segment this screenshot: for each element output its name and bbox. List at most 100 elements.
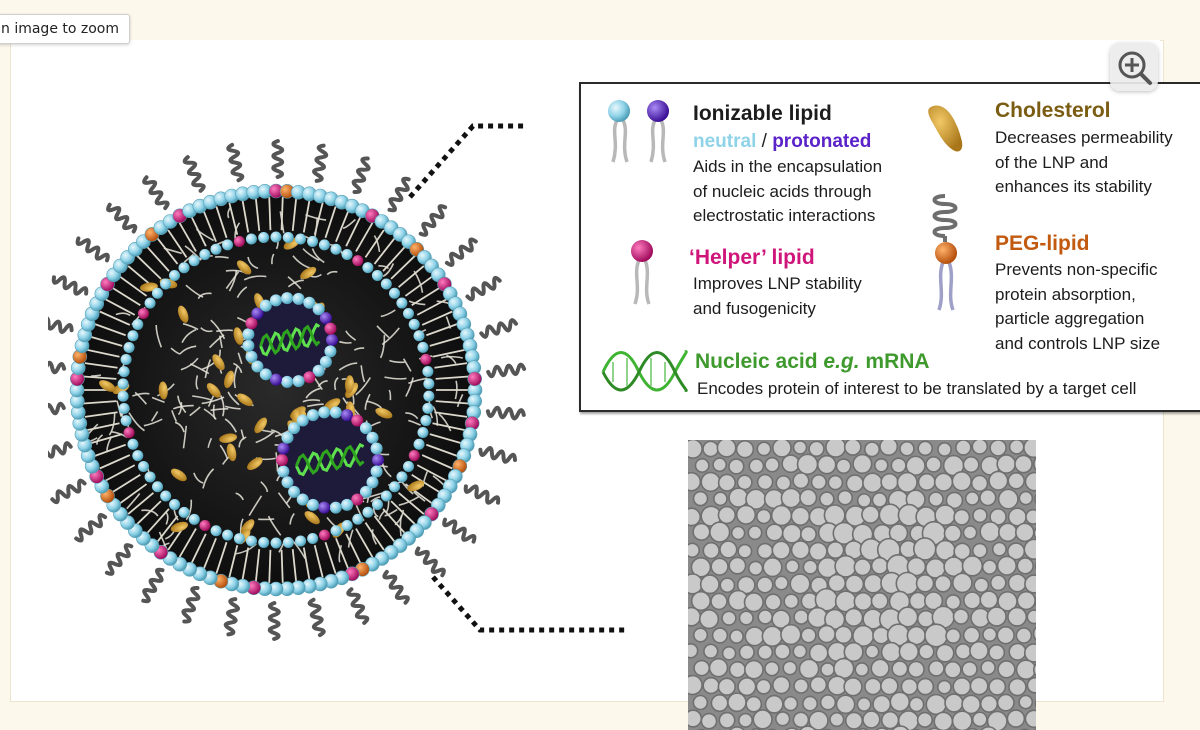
micrograph-particle (1008, 608, 1026, 626)
ionizable-lipid-head (352, 255, 363, 266)
micrograph-particle (863, 711, 880, 728)
ionizable-lipid-head (389, 481, 400, 492)
ionizable-lipid-description: Aids in the encapsulation of nucleic aci… (693, 155, 882, 229)
ionizable-lipid-head (160, 491, 171, 502)
ionizable-lipid-head (258, 232, 269, 243)
micrograph-particle (836, 459, 850, 473)
micrograph-particle (953, 678, 970, 695)
ionizable-lipid-head (118, 391, 129, 402)
peg-chain (185, 157, 204, 191)
peg-chain (78, 238, 108, 260)
ionizable-lipid-head (319, 530, 330, 541)
micrograph-particle (773, 440, 791, 457)
micrograph-particle (1007, 710, 1024, 727)
micrograph-particle (717, 440, 735, 457)
micrograph-particle (882, 643, 901, 662)
micrograph-particle (835, 626, 852, 643)
peg-chain (107, 545, 131, 574)
micrograph-particle (845, 609, 863, 627)
micrograph-particle (791, 507, 809, 525)
ionizable-lipid-head (132, 450, 143, 461)
cholesterol-title: Cholesterol (995, 99, 1111, 123)
micrograph-particle (701, 714, 716, 729)
ionizable-lipid-head (222, 530, 233, 541)
cholesterol-icon (928, 105, 962, 151)
micrograph-particle (765, 458, 779, 472)
micrograph-particle (718, 507, 735, 524)
micrograph-particle (827, 542, 843, 558)
micrograph-particle (1008, 473, 1024, 489)
peg-chain (183, 588, 198, 622)
micrograph-particle (1016, 523, 1034, 541)
peg-chain (348, 589, 367, 623)
micrograph-particle (693, 696, 707, 710)
micrograph-particle (784, 594, 798, 608)
ionizable-lipid-head (124, 342, 135, 353)
micrograph-particle (737, 441, 754, 458)
zoom-in-button[interactable] (1110, 43, 1158, 91)
peg-chain (481, 320, 516, 337)
micrograph-particle (711, 695, 727, 711)
peg-chain (390, 179, 409, 211)
micrograph-particle (945, 694, 963, 712)
lnp-figure[interactable]: Ionizable lipid neutral / protonated Aid… (48, 40, 1160, 680)
peg-lipid-icon (935, 196, 958, 310)
helper-lipid-description: Improves LNP stability and fusogenicity (693, 272, 862, 321)
ionizable-lipid-head (342, 520, 353, 531)
micrograph-particle (801, 527, 816, 542)
micrograph-particle (892, 661, 907, 676)
micrograph-particle (826, 440, 846, 457)
zoom-hint-tooltip: n image to zoom (0, 14, 130, 44)
micrograph-particle (973, 712, 987, 726)
ionizable-lipid-head (414, 439, 425, 450)
ionizable-lipid-head (152, 288, 163, 299)
micrograph-particle (738, 545, 751, 558)
micrograph-particle (953, 609, 968, 624)
peg-chain (48, 404, 64, 416)
micrograph-particle (846, 475, 863, 492)
micrograph-particle (989, 679, 1005, 695)
peg-chain (488, 408, 524, 419)
micrograph-particle (983, 628, 997, 642)
ionizable-lipid-head (222, 239, 233, 250)
micrograph-particle (775, 576, 788, 589)
lipid-tail (282, 197, 283, 230)
micrograph-particle (891, 458, 906, 473)
micrograph-particle (865, 678, 881, 694)
micrograph-particle (718, 678, 735, 695)
micrograph-particle (730, 630, 743, 643)
micrograph-particle (758, 475, 773, 490)
micrograph-particle (934, 712, 952, 730)
peg-chain (447, 239, 476, 265)
micrograph-particle (854, 559, 871, 576)
micrograph-particle (998, 556, 1017, 575)
micrograph-particle (1017, 558, 1033, 574)
peg-chain (354, 158, 369, 192)
peg-chain (76, 515, 105, 541)
micrograph-particle (1016, 628, 1031, 643)
ionizable-lipid-head (258, 537, 269, 548)
micrograph-particle (798, 454, 818, 474)
micrograph-particle (954, 510, 969, 525)
micrograph-particle (882, 712, 899, 729)
peg-chain (273, 141, 282, 177)
ionizable-lipid-head (152, 481, 163, 492)
peg-lipid-title: PEG-lipid (995, 232, 1090, 256)
ionizable-lipid-head (199, 520, 210, 531)
micrograph-particle (983, 560, 997, 574)
micrograph-particle (772, 506, 792, 526)
leader-line-top (410, 126, 528, 197)
micrograph-particle (793, 473, 809, 489)
micrograph-particle (970, 677, 987, 694)
micrograph-particle (781, 488, 800, 507)
ionizable-lipid-head (138, 461, 149, 472)
micrograph-particle (875, 459, 888, 472)
micrograph-particle (694, 492, 708, 506)
ionizable-lipid-head (160, 279, 171, 290)
micrograph-particle (757, 509, 771, 523)
micrograph-particle (732, 526, 745, 539)
micrograph-particle (980, 490, 996, 506)
micrograph-particle (855, 663, 868, 676)
micrograph-particle (781, 625, 801, 645)
micrograph-particle (722, 611, 736, 625)
